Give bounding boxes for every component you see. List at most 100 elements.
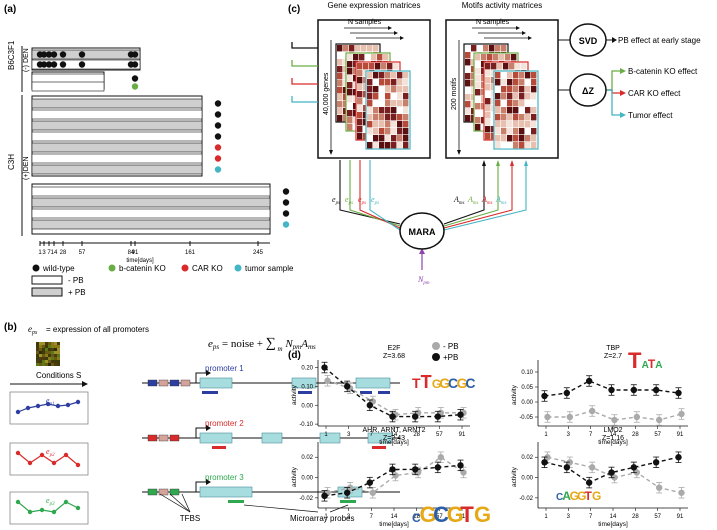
heatmap-cell — [54, 363, 57, 366]
mara-output-head — [510, 160, 514, 166]
matrix-cell — [513, 86, 519, 93]
data-point — [630, 386, 638, 394]
npm-arrow-head — [419, 248, 425, 254]
matrix-cell — [501, 114, 507, 121]
timeline-row-7 — [31, 131, 203, 142]
data-point — [457, 411, 464, 418]
heatmap-cell — [54, 342, 57, 345]
series-point — [27, 460, 33, 466]
heatmap-cell — [48, 354, 51, 357]
matrix-cell — [489, 45, 495, 52]
conditions-label: Conditions S — [36, 371, 81, 380]
legend-plus-pb-label: + PB — [68, 288, 86, 297]
heatmap-cell — [42, 363, 45, 366]
matrix-cell — [495, 45, 501, 52]
exon-block — [199, 377, 233, 389]
mara-output-line — [443, 162, 499, 227]
series-line — [17, 501, 79, 513]
series-box — [9, 391, 89, 425]
series-label: ep3 — [46, 496, 55, 507]
timeline-row-12 — [31, 197, 271, 208]
strain-b6c3f1: B6C3F1 — [7, 40, 16, 70]
matrix-cell — [465, 87, 471, 94]
heatmap-cell — [45, 357, 48, 360]
x-tick-label: 7 — [589, 432, 593, 438]
matrix-cell — [379, 72, 385, 79]
tfbs-box — [169, 434, 180, 442]
x-tick-label: 3 — [567, 432, 571, 438]
y-axis-label: activity — [511, 466, 518, 487]
x-tick-label: 1 — [544, 514, 548, 520]
sample-dot — [282, 188, 290, 195]
matrix-cell — [357, 91, 363, 98]
matrix-cell — [391, 121, 397, 128]
heatmap-cell — [51, 360, 54, 363]
data-point — [411, 413, 419, 420]
sample-dot — [282, 210, 290, 217]
mara-input-line — [349, 160, 401, 227]
gene-matrix-title: Gene expression matrices — [328, 1, 421, 10]
heatmap-cell — [42, 348, 45, 351]
dz-node — [569, 73, 607, 107]
sample-arrow-head — [528, 36, 532, 40]
data-point — [389, 413, 396, 420]
time-axis-label: time[days] — [126, 258, 154, 264]
data-point — [585, 377, 593, 385]
heatmap-cell — [57, 345, 60, 348]
series-point — [45, 401, 51, 407]
matrix-cell — [495, 142, 501, 149]
matrix-cell — [373, 135, 379, 142]
heatmap-cell — [57, 363, 60, 366]
matrix-cell — [373, 128, 379, 135]
promoter-label: promoter 3 — [205, 473, 244, 482]
matrix-cell — [495, 72, 501, 79]
data-point — [541, 392, 548, 400]
matrix-cell — [357, 133, 363, 140]
matrix-cell — [373, 100, 379, 107]
motifs-axis-label: 200 motifs — [451, 77, 458, 110]
sample-dot — [40, 51, 48, 58]
x-tick-label: 91 — [677, 514, 684, 520]
legend-tumor-label: tumor sample — [245, 264, 294, 273]
heatmap-cell — [42, 354, 45, 357]
y-tick-label: 0.02 — [301, 455, 313, 461]
matrix-cell — [507, 114, 513, 121]
matrix-cell — [505, 54, 511, 61]
matrix-cell — [337, 45, 343, 52]
motif-letter: C — [433, 502, 449, 527]
data-point — [678, 489, 685, 496]
y-axis-label: activity — [291, 466, 298, 487]
probes-label: Microarray probes — [290, 514, 354, 523]
matrix-cell — [373, 114, 379, 121]
motif-letter: G — [570, 489, 579, 503]
matrix-cell — [397, 86, 403, 93]
motif-letter: G — [474, 502, 491, 527]
e-label: eps — [371, 195, 379, 206]
chart-subtitle: Z=2.43 — [383, 435, 405, 442]
series-line — [17, 452, 79, 466]
matrix-cell — [385, 107, 391, 114]
matrix-cell — [367, 142, 373, 149]
sample-dot — [78, 61, 86, 68]
sample-dot — [214, 100, 222, 107]
matrix-cell — [501, 128, 507, 135]
matrix-cell — [391, 93, 397, 100]
motif-letter: G — [432, 377, 441, 391]
matrix-cell — [385, 121, 391, 128]
matrix-cell — [391, 72, 397, 79]
matrix-cell — [403, 86, 409, 93]
panel-a-label: (a) — [4, 4, 16, 15]
matrix-cell — [495, 114, 501, 121]
sample-dot — [214, 166, 222, 173]
matrix-cell — [371, 54, 377, 61]
matrix-cell — [501, 121, 507, 128]
matrix-cell — [501, 72, 507, 79]
matrix-cell — [403, 142, 409, 149]
data-point — [633, 413, 641, 421]
mara-input-line — [359, 160, 401, 229]
mara-output-head — [524, 160, 528, 166]
